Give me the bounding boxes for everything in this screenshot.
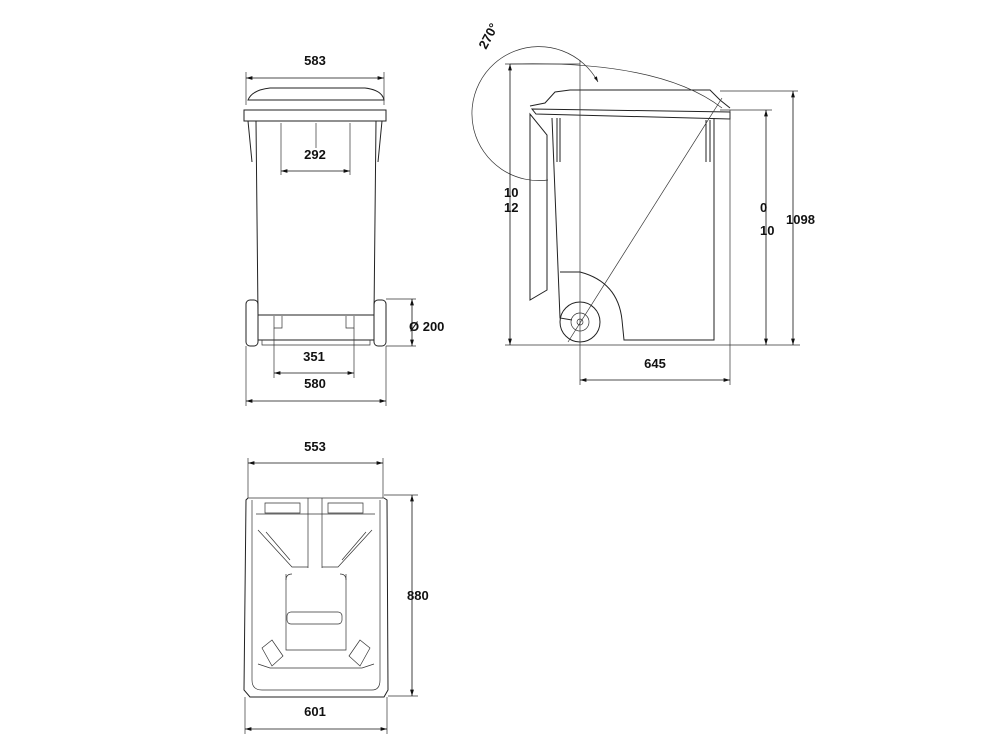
front-lid-rim (243, 109, 387, 122)
dim-open-height-bottom: 12 (504, 200, 518, 215)
bottom-dimensions: 553 880 601 (244, 439, 429, 734)
dim-wheel-track: 580 (304, 376, 326, 391)
dim-bottom-width: 601 (304, 704, 326, 719)
lid-arc (509, 63, 723, 109)
front-dimensions: 583 292 Ø 200 351 580 (245, 53, 444, 406)
front-view (243, 87, 387, 347)
side-view (471, 46, 731, 385)
dim-wheel-diameter: Ø 200 (409, 319, 444, 334)
left-wheel (245, 299, 259, 347)
dim-open-height-top: 10 (504, 185, 518, 200)
dim-top-width: 553 (304, 439, 326, 454)
dim-length: 880 (407, 588, 429, 603)
side-handle (529, 112, 548, 301)
dim-depth: 645 (644, 356, 666, 371)
right-wheel (373, 299, 387, 347)
bottom-grip (286, 611, 343, 625)
tilt-line (567, 97, 723, 343)
dim-rim-height-top: 0 (760, 200, 767, 215)
dim-rim-height-bottom: 10 (760, 223, 774, 238)
bottom-view (243, 497, 389, 698)
dim-lid-angle: 270° (475, 21, 501, 52)
dim-lid-width: 583 (304, 53, 326, 68)
dim-base-inner-width: 351 (303, 349, 325, 364)
dim-overall-height: 1098 (786, 212, 815, 227)
side-body (560, 118, 715, 341)
side-dimensions: 270° 10 12 0 10 1098 645 (475, 21, 815, 385)
side-lid (529, 89, 731, 109)
rotation-arc (471, 46, 599, 181)
dim-handle-spacing: 292 (304, 147, 326, 162)
bottom-outline (243, 497, 389, 698)
front-lid (247, 87, 385, 101)
bottom-wheel-recesses (261, 639, 371, 667)
front-body (255, 120, 377, 316)
